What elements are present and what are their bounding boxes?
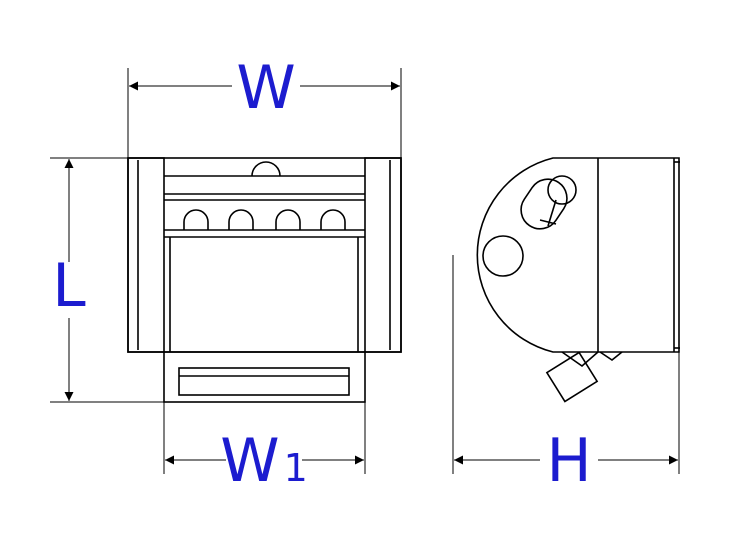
lube-fitting-top bbox=[520, 175, 577, 230]
grease-nipple bbox=[251, 161, 281, 177]
label-w1-subscript: 1 bbox=[284, 446, 308, 490]
label-l: L bbox=[52, 251, 86, 321]
ball-3 bbox=[275, 209, 301, 230]
ball-1 bbox=[183, 209, 209, 230]
ball-4 bbox=[320, 209, 346, 230]
rail-slot bbox=[178, 367, 350, 396]
front-view bbox=[127, 157, 402, 403]
carriage-body-outline bbox=[127, 157, 402, 353]
dimension-lines bbox=[50, 68, 680, 474]
lube-fitting-bottom bbox=[545, 351, 623, 403]
ball-2 bbox=[228, 209, 254, 230]
label-h: H bbox=[546, 426, 591, 496]
left-end-plate bbox=[127, 157, 165, 353]
side-body-outline bbox=[476, 157, 680, 353]
side-view bbox=[476, 157, 680, 403]
label-w1-main: W bbox=[220, 426, 279, 496]
label-w: W bbox=[236, 53, 295, 123]
right-end-plate bbox=[364, 157, 402, 353]
rail bbox=[163, 351, 366, 403]
mounting-hole bbox=[482, 235, 524, 277]
